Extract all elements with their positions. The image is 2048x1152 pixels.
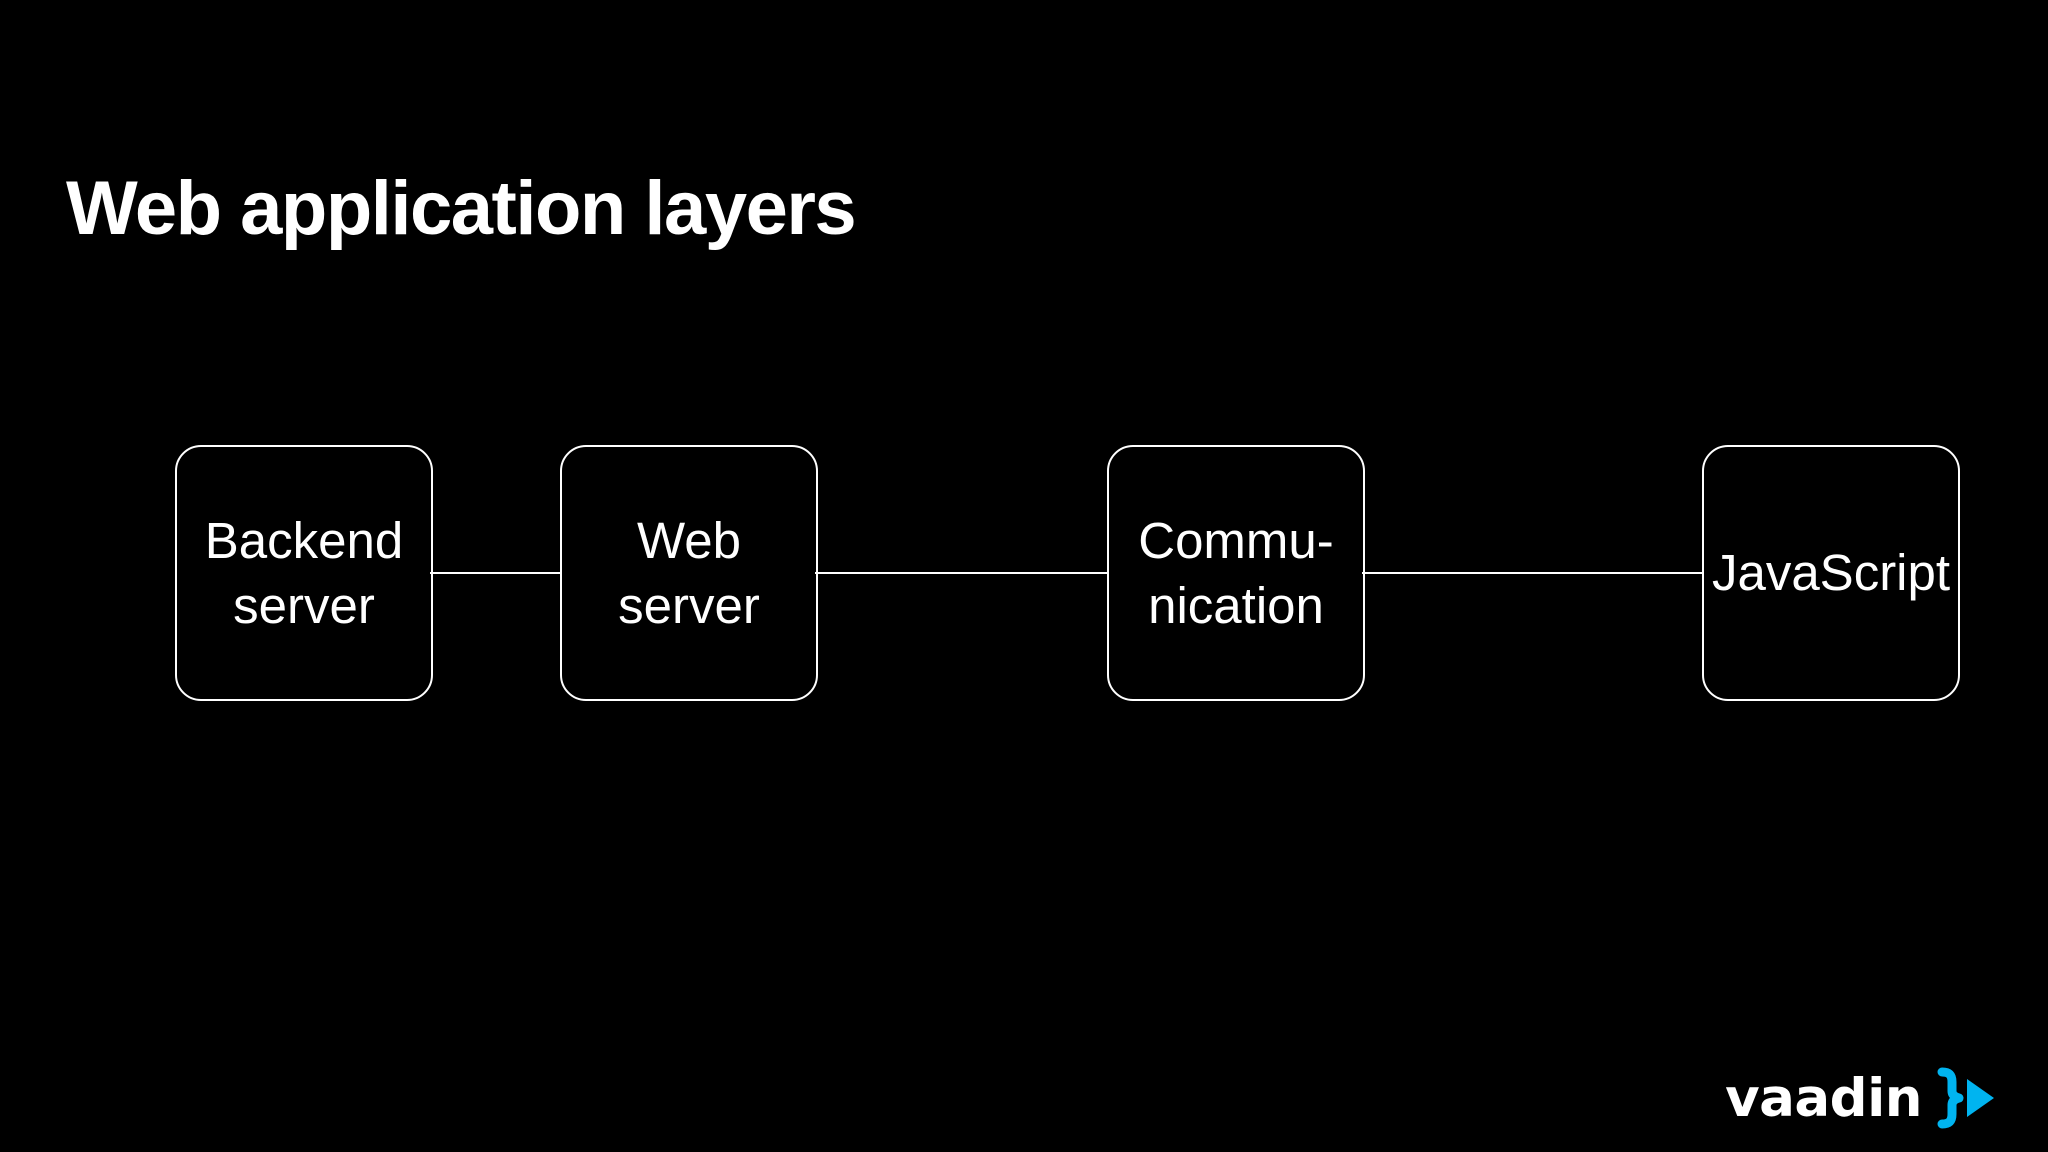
node-backend-server-label: Backend server — [204, 511, 404, 634]
node-communication[interactable]: Commu- nication — [1107, 445, 1365, 701]
node-javascript-label: JavaScript — [1711, 544, 1951, 602]
node-communication-label: Commu- nication — [1138, 511, 1334, 634]
page-title: Web application layers — [66, 165, 857, 251]
node-backend-server[interactable]: Backend server — [175, 445, 433, 701]
connector-backend-to-web — [430, 572, 562, 574]
node-web-server[interactable]: Web server — [560, 445, 818, 701]
node-javascript[interactable]: JavaScript — [1702, 445, 1960, 701]
connector-communication-to-js — [1362, 572, 1703, 574]
vaadin-wordmark: vaadin — [1725, 1067, 1922, 1129]
node-web-server-label: Web server — [618, 511, 760, 634]
vaadin-logo: vaadin — [1725, 1066, 2000, 1130]
vaadin-bracket-arrow-icon — [1937, 1067, 1994, 1129]
connector-web-to-communication — [815, 572, 1109, 574]
web-application-layers-diagram: Backend server Web server Commu- nicatio… — [0, 445, 2048, 701]
